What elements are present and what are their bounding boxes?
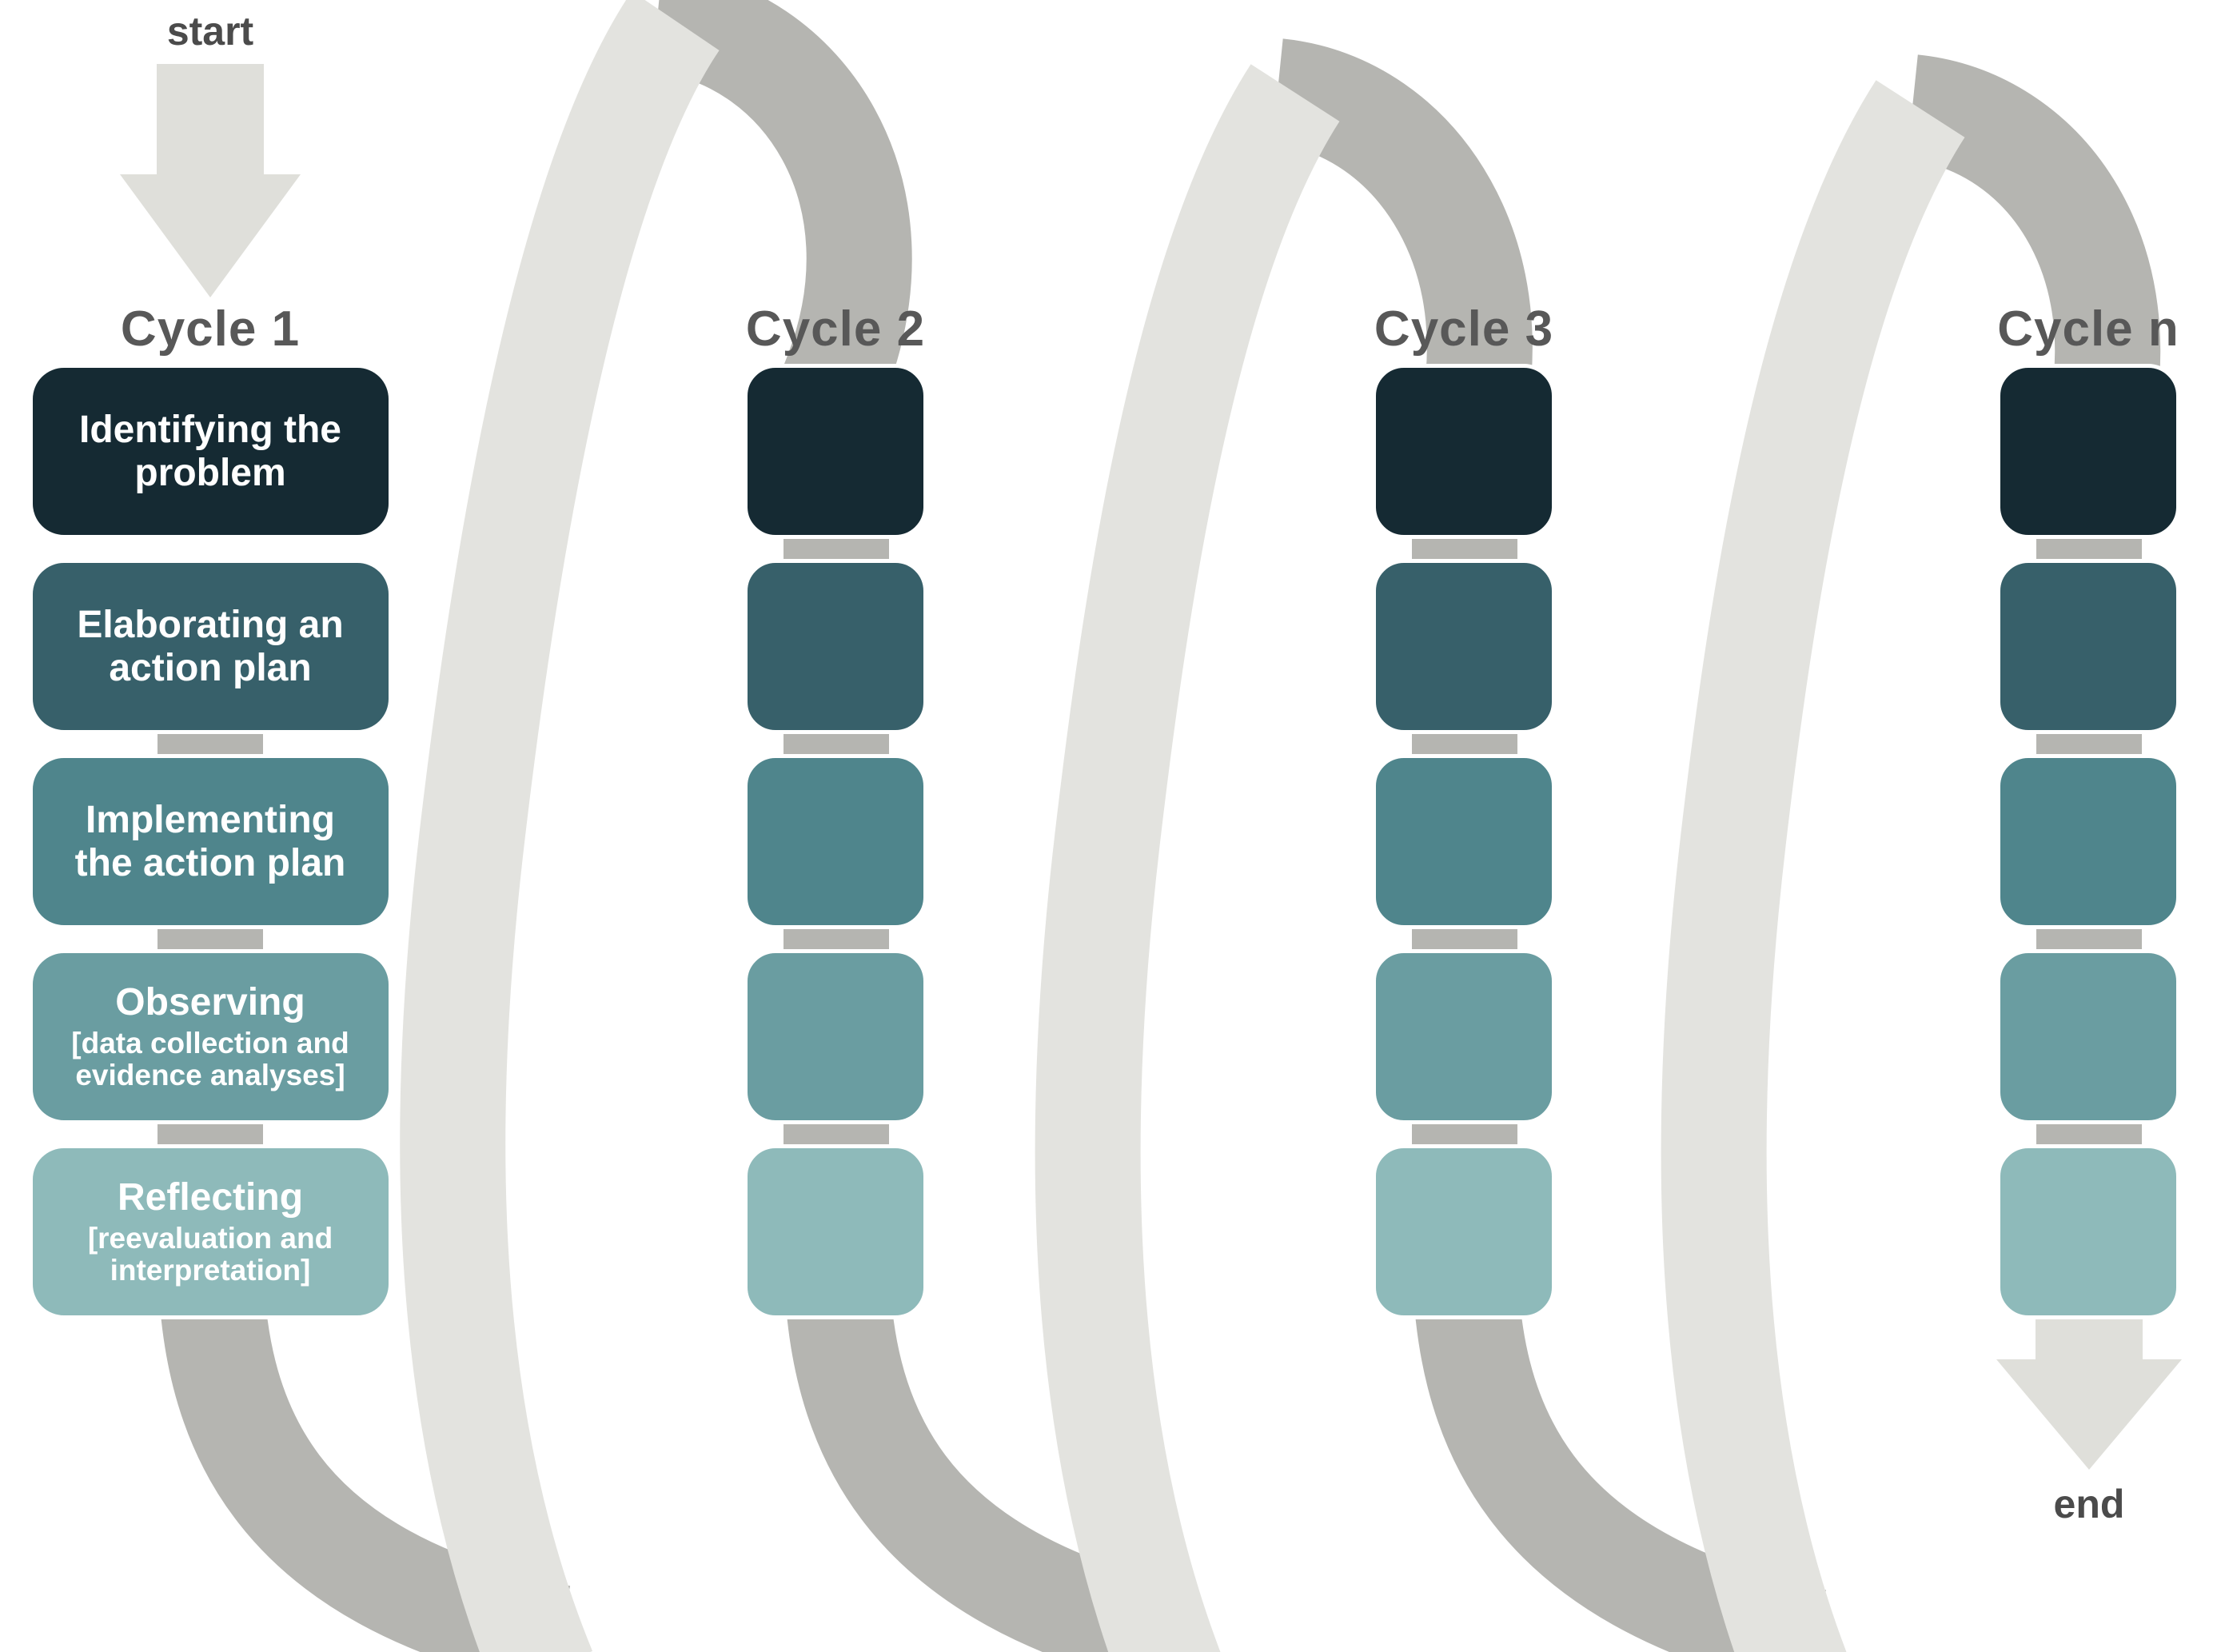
step-box-identifying-the-problem-cycle-3 (1372, 364, 1556, 539)
step-sublabel: [reevaluation and interpretation] (87, 1221, 333, 1287)
step-label: Reflecting (117, 1175, 304, 1219)
step-box-implementing-the-action-plan-cycle-n (1996, 754, 2180, 929)
step-box-implementing-the-action-plan-cycle-2 (744, 754, 927, 929)
step-label: Elaborating an action plan (77, 603, 344, 689)
step-box-elaborating-an-action-plan-cycle-3 (1372, 559, 1556, 734)
step-box-observing-cycle-1: Observing[data collection and evidence a… (28, 949, 393, 1124)
step-box-implementing-the-action-plan-cycle-3 (1372, 754, 1556, 929)
step-box-elaborating-an-action-plan-cycle-1: Elaborating an action plan (28, 559, 393, 734)
step-box-identifying-the-problem-cycle-2 (744, 364, 927, 539)
end-label: end (2053, 1482, 2125, 1526)
cycle-title-cycle-2: Cycle 2 (745, 301, 926, 357)
cycle-title-cycle-n: Cycle n (1997, 301, 2179, 357)
step-box-implementing-the-action-plan-cycle-1: Implementing the action plan (28, 754, 393, 929)
step-box-reflecting-cycle-3 (1372, 1144, 1556, 1319)
ribbon-light-segment-3 (1661, 80, 1965, 1652)
ribbon-light-segment-2 (1035, 64, 1340, 1652)
step-label: Observing (115, 980, 305, 1024)
step-box-observing-cycle-n (1996, 949, 2180, 1124)
start-arrow (120, 64, 301, 297)
ribbon-light-segment-1 (400, 0, 720, 1652)
step-box-identifying-the-problem-cycle-1: Identifying the problem (28, 364, 393, 539)
end-arrow (1996, 1319, 2182, 1470)
step-label: Implementing the action plan (74, 798, 346, 884)
cycle-title-cycle-1: Cycle 1 (120, 301, 301, 357)
start-label: start (166, 9, 254, 54)
step-label: Identifying the problem (79, 408, 341, 494)
step-box-elaborating-an-action-plan-cycle-n (1996, 559, 2180, 734)
cycle-title-cycle-3: Cycle 3 (1374, 301, 1554, 357)
step-box-reflecting-cycle-n (1996, 1144, 2180, 1319)
step-box-reflecting-cycle-1: Reflecting[reevaluation and interpretati… (28, 1144, 393, 1319)
step-box-observing-cycle-3 (1372, 949, 1556, 1124)
step-box-reflecting-cycle-2 (744, 1144, 927, 1319)
step-box-elaborating-an-action-plan-cycle-2 (744, 559, 927, 734)
step-box-observing-cycle-2 (744, 949, 927, 1124)
step-box-identifying-the-problem-cycle-n (1996, 364, 2180, 539)
step-sublabel: [data collection and evidence analyses] (71, 1026, 349, 1092)
